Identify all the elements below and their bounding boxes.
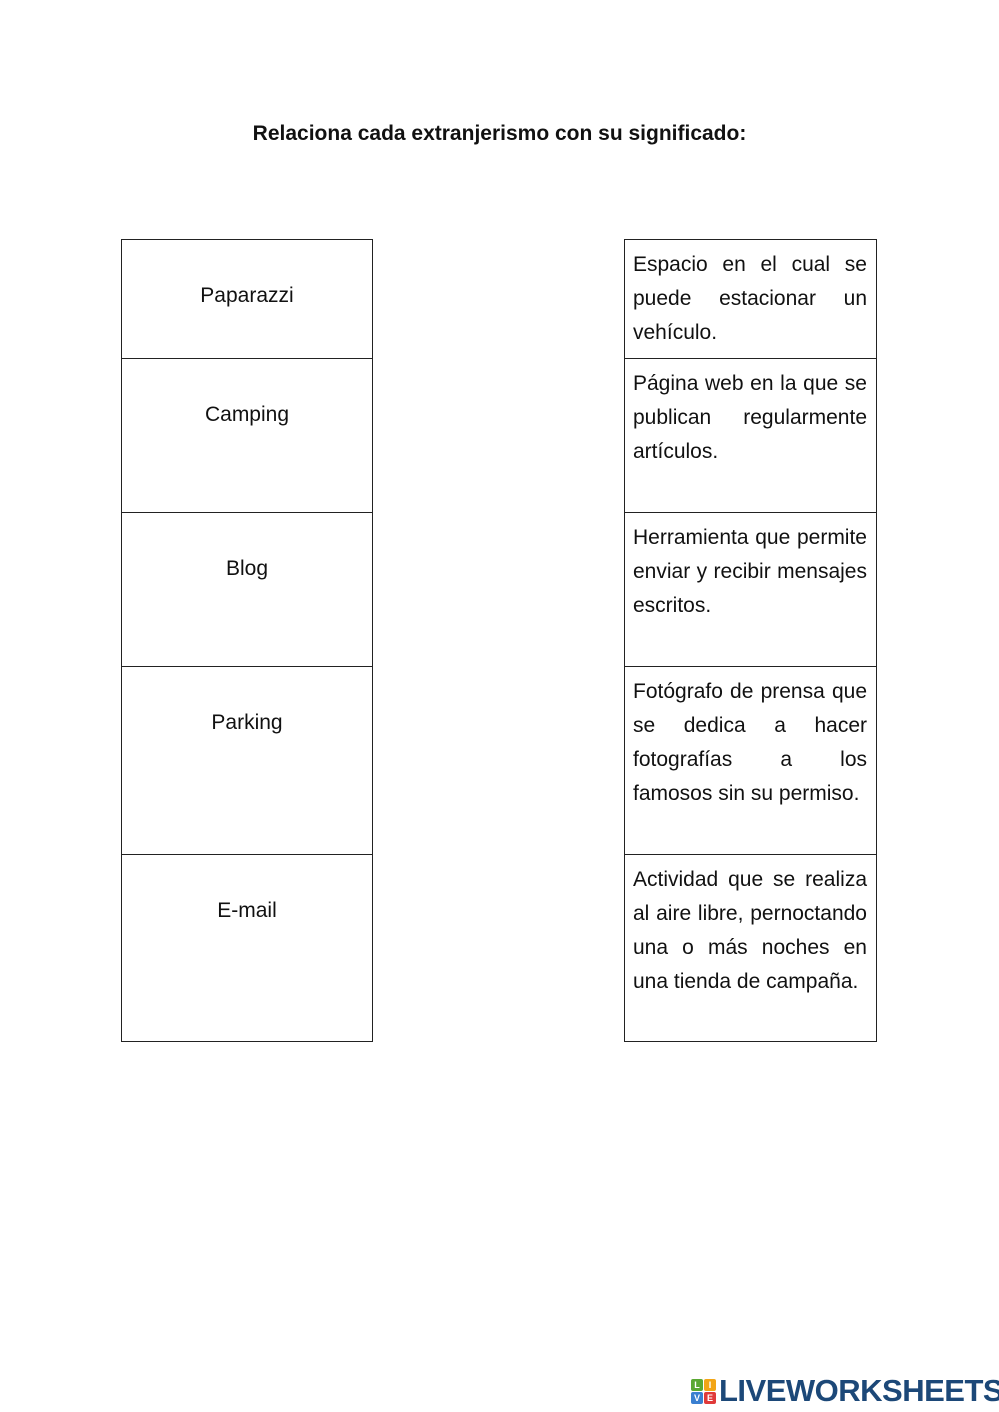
definition-cell[interactable]: Espacio en el cual se puede estacionar u… (625, 240, 876, 359)
definition-cell[interactable]: Página web en la que se publican regular… (625, 359, 876, 513)
term-cell[interactable]: E-mail (217, 899, 277, 922)
definitions-column: Espacio en el cual se puede estacionar u… (624, 239, 877, 1042)
live-blocks-icon: L I V E (691, 1378, 716, 1404)
definition-cell[interactable]: Herramienta que permite enviar y recibir… (625, 513, 876, 667)
term-cell[interactable]: Parking (122, 667, 372, 855)
worksheet-title: Relaciona cada extranjerismo con su sign… (252, 122, 747, 145)
liveworksheets-logo: L I V E LIVEWORKSHEETS (691, 1373, 999, 1409)
definition-cell[interactable]: Fotógrafo de prensa que se dedica a hace… (625, 667, 876, 855)
term-cell[interactable]: Camping (122, 359, 372, 513)
logo-letter: E (704, 1391, 716, 1404)
definition-cell[interactable]: Actividad que se realiza al aire libre, … (633, 868, 867, 993)
term-cell[interactable]: Paparazzi (122, 240, 372, 359)
logo-letter: V (691, 1391, 703, 1404)
logo-letter: L (691, 1378, 703, 1391)
terms-column: Paparazzi Camping Blog Parking E-mail (121, 239, 373, 1042)
term-cell[interactable]: Blog (122, 513, 372, 667)
logo-letter: I (704, 1378, 716, 1391)
logo-text: LIVEWORKSHEETS (719, 1373, 999, 1408)
